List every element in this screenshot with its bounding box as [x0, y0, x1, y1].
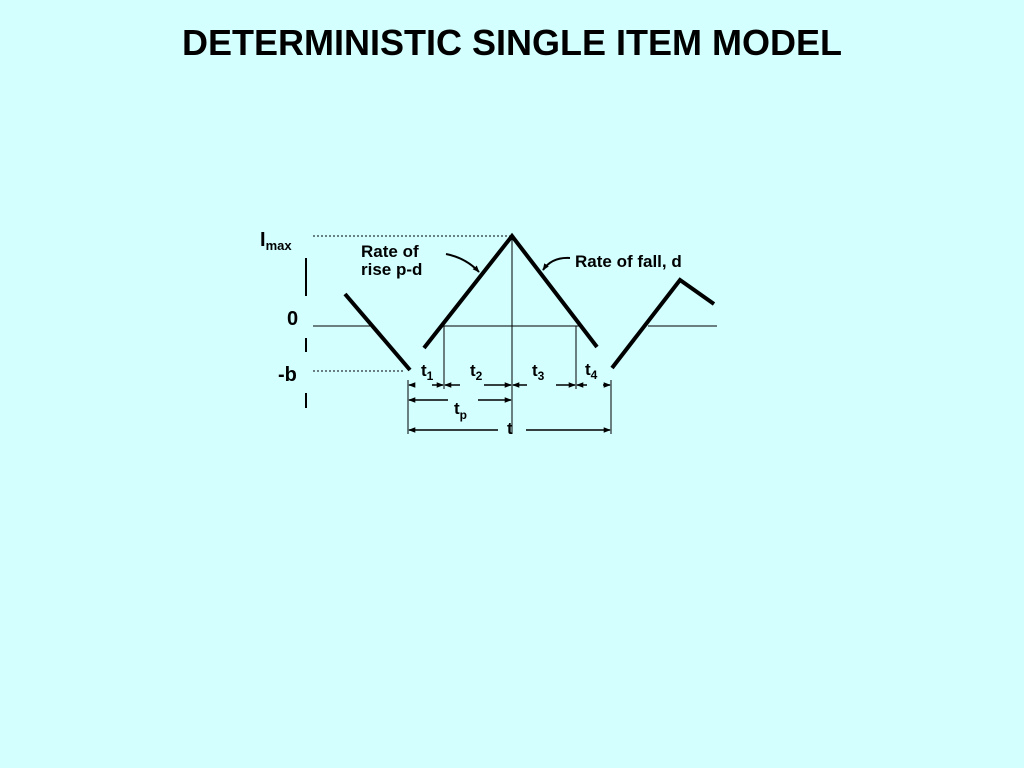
t-label: t — [507, 419, 513, 438]
segment-cycle — [422, 232, 599, 350]
vertical-reference-lines — [407, 236, 612, 434]
zero-label: 0 — [287, 308, 298, 330]
inventory-level-line — [343, 232, 716, 372]
period-arrows — [408, 382, 611, 433]
rise-rate-label-line2: rise p-d — [361, 260, 422, 279]
fall-rate-label: Rate of fall, d — [575, 252, 682, 271]
rise-rate-arrow — [445, 253, 480, 273]
minus-b-label: -b — [278, 364, 297, 386]
t2-label: t2 — [470, 361, 483, 383]
t3-label: t3 — [532, 361, 545, 383]
tp-label: tp — [454, 399, 467, 422]
segment-right — [610, 277, 716, 370]
fall-rate-arrow — [542, 256, 571, 271]
rise-rate-label-line1: Rate of — [361, 242, 419, 261]
t4-label: t4 — [585, 360, 598, 382]
imax-label: Imax — [260, 229, 292, 253]
t1-label: t1 — [421, 361, 434, 383]
slide-title: DETERMINISTIC SINGLE ITEM MODEL — [181, 22, 842, 63]
segment-fall-left — [343, 292, 412, 372]
